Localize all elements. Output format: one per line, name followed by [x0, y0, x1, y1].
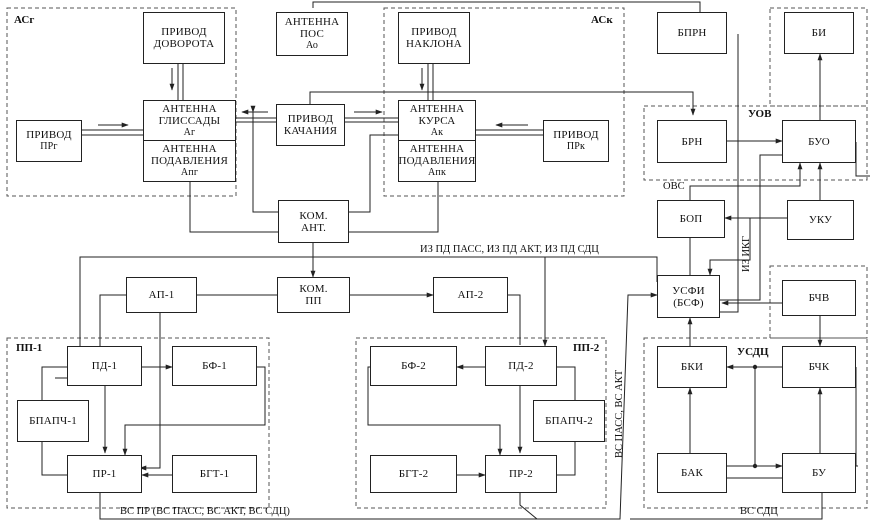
- block-bf1: БФ-1: [172, 346, 257, 386]
- connectors: [41, 1, 870, 520]
- block-bu: БУ: [782, 453, 856, 493]
- group-label-usdc: УСДЦ: [737, 346, 769, 358]
- label-vs-pass-akt: ВС ПАСС, ВС АКТ: [614, 369, 625, 458]
- label-vs-sdc: ВС СДЦ: [740, 506, 778, 517]
- block-uku: УКУ: [787, 200, 854, 240]
- block-buo: БУО: [782, 120, 856, 163]
- frame-pp1: [6, 337, 270, 509]
- junction-dots: [752, 364, 758, 469]
- label-ovs: ОВС: [663, 181, 685, 192]
- group-label-uov: УОВ: [748, 108, 772, 120]
- block-ap1: АП-1: [126, 277, 197, 313]
- frame-uov: [643, 105, 868, 181]
- antenna-kursa-part: АНТЕННА КУРСА Ак: [399, 101, 475, 141]
- block-bchk: БЧК: [782, 346, 856, 388]
- group-label-asg: АСг: [14, 14, 35, 26]
- block-pr2: ПР-2: [485, 455, 557, 493]
- group-label-pp1: ПП-1: [16, 342, 43, 354]
- antenna-podavleniya-k-part: АНТЕННА ПОДАВЛЕНИЯ Апк: [398, 143, 476, 178]
- block-pd2: ПД-2: [485, 346, 557, 386]
- block-antenna-kursa: АНТЕННА КУРСА Ак АНТЕННА ПОДАВЛЕНИЯ Апк: [398, 100, 476, 182]
- block-pr1: ПР-1: [67, 455, 142, 493]
- block-kom-pp: КОМ. ПП: [277, 277, 350, 313]
- antenna-glissady-part: АНТЕННА ГЛИССАДЫ Аг: [144, 101, 235, 141]
- block-bki: БКИ: [657, 346, 727, 388]
- group-label-pp2: ПП-2: [573, 342, 600, 354]
- block-bapch1: БПАПЧ-1: [17, 400, 89, 442]
- block-antenna-glissady: АНТЕННА ГЛИССАДЫ Аг АНТЕННА ПОДАВЛЕНИЯ А…: [143, 100, 236, 182]
- block-bapch2: БПАПЧ-2: [533, 400, 605, 442]
- block-privod-naklona: ПРИВОД НАКЛОНА: [398, 12, 470, 64]
- block-bf2: БФ-2: [370, 346, 457, 386]
- block-privod-kachaniya: ПРИВОД КАЧАНИЯ: [276, 104, 345, 146]
- block-ap2: АП-2: [433, 277, 508, 313]
- frame-ask: [383, 7, 625, 197]
- block-privod-dovorota: ПРИВОД ДОВОРОТА: [143, 12, 225, 64]
- frame-usdc: [643, 337, 868, 509]
- block-privod-pr-g: ПРИВОД ПРг: [16, 120, 82, 162]
- block-bprn: БПРН: [657, 12, 727, 54]
- block-bi: БИ: [784, 12, 854, 54]
- label-vs-pr: ВС ПР (ВС ПАСС, ВС АКТ, ВС СДЦ): [120, 506, 290, 517]
- label-iz-pd: ИЗ ПД ПАСС, ИЗ ПД АКТ, ИЗ ПД СДЦ: [420, 244, 599, 255]
- block-kom-ant: КОМ. АНТ.: [278, 200, 349, 243]
- frame-asg: [6, 7, 237, 197]
- block-bchv: БЧВ: [782, 280, 856, 316]
- label-iz-ikg: ИЗ ИКГ: [741, 235, 752, 272]
- block-bgt2: БГТ-2: [370, 455, 457, 493]
- block-brn: БРН: [657, 120, 727, 163]
- block-antenna-pos: АНТЕННА ПОС Ао: [276, 12, 348, 56]
- block-bop: БОП: [657, 200, 725, 238]
- block-privod-pr-k: ПРИВОД ПРк: [543, 120, 609, 162]
- block-bak: БАК: [657, 453, 727, 493]
- block-bgt1: БГТ-1: [172, 455, 257, 493]
- group-label-ask: АСк: [591, 14, 613, 26]
- block-pd1: ПД-1: [67, 346, 142, 386]
- antenna-podavleniya-g-part: АНТЕННА ПОДАВЛЕНИЯ Апг: [150, 143, 229, 178]
- block-usfi: УСФИ (БСФ): [657, 275, 720, 318]
